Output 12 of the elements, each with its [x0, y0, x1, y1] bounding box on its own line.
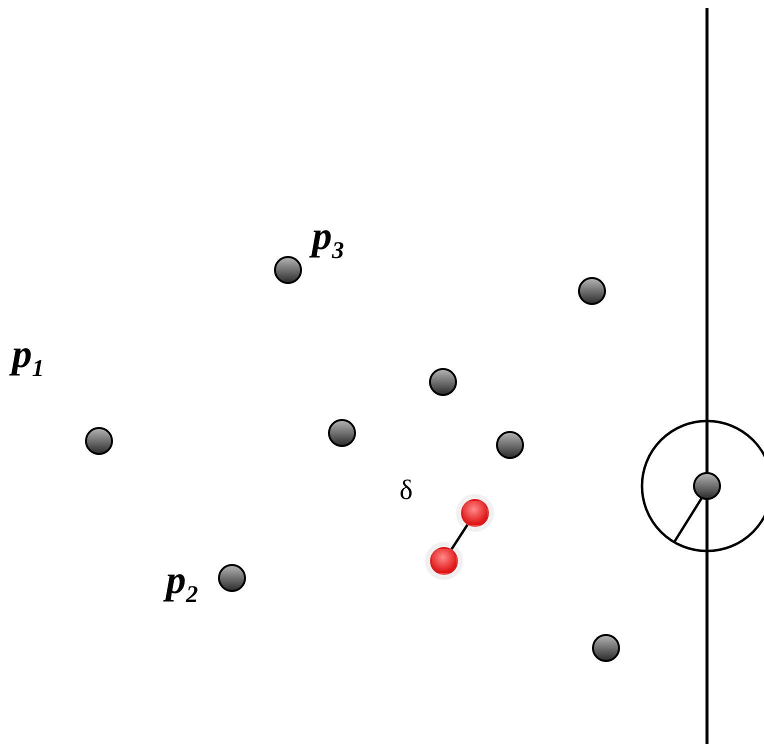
point [578, 277, 606, 305]
point [693, 472, 721, 500]
point [429, 368, 457, 396]
point [328, 419, 356, 447]
point [85, 427, 113, 455]
highlighted-point [430, 547, 458, 575]
point [592, 634, 620, 662]
point [496, 431, 524, 459]
connector-line [450, 524, 468, 550]
point [274, 256, 302, 284]
highlighted-point [461, 499, 489, 527]
point [218, 564, 246, 592]
